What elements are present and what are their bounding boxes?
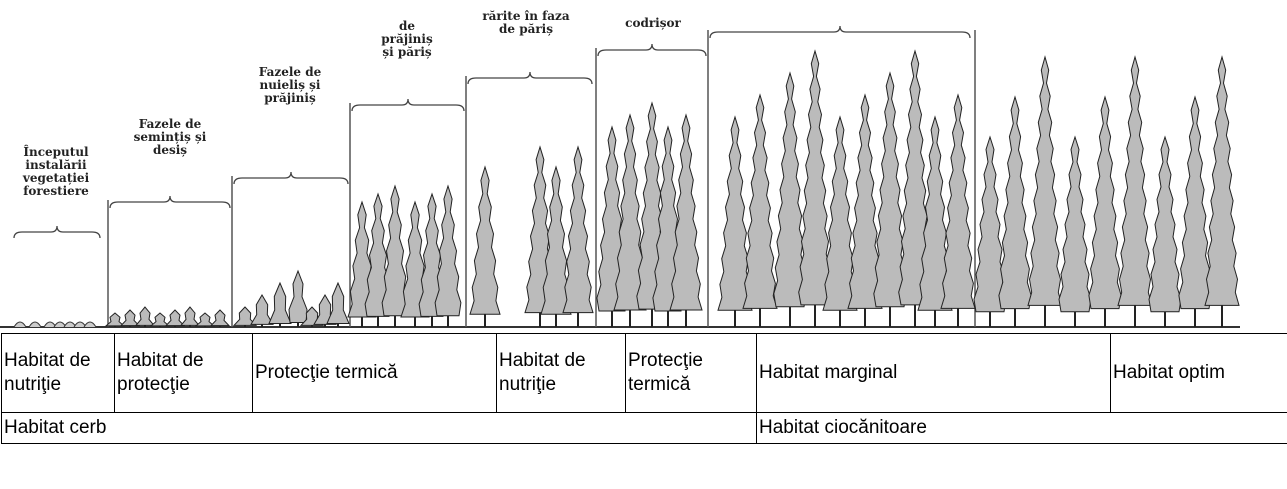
- stage-brace: [13, 225, 101, 239]
- tree: [194, 312, 216, 327]
- habitat-cell: Habitat optim: [1110, 333, 1287, 413]
- tree: [164, 309, 186, 327]
- stage-label-seedling: Fazele de semințiș și desiș: [133, 117, 207, 157]
- tree: [613, 113, 647, 311]
- stage-label-sapling: Fazele de nuieliș și prăjiniș: [258, 65, 322, 105]
- tree: [149, 312, 171, 327]
- tree: [1117, 55, 1153, 306]
- seedling: [83, 321, 97, 328]
- tree: [288, 269, 308, 323]
- stage-label-thinned: rărite în faza de păriș: [482, 9, 570, 36]
- stage-brace: [351, 98, 465, 112]
- stage-label-beginning: Începutul instalării vegetației forestie…: [22, 145, 90, 198]
- tree: [798, 49, 832, 306]
- tree: [434, 184, 462, 317]
- tree: [469, 165, 501, 315]
- stage-brace: [109, 195, 231, 209]
- stage-brace: [467, 71, 593, 85]
- habitat-cell: Habitat marginal: [756, 333, 1111, 413]
- tree: [898, 49, 932, 306]
- tree: [179, 306, 201, 326]
- tree: [250, 294, 274, 325]
- species-row: Habitat cerb Habitat ciocănitoare: [1, 412, 1287, 444]
- tree: [119, 309, 141, 327]
- habitat-cell: Habitat de nutriţie: [1, 333, 115, 413]
- tree: [1058, 135, 1092, 313]
- tree: [134, 306, 156, 326]
- tree: [562, 145, 594, 314]
- tree: [381, 184, 409, 317]
- tree: [847, 93, 883, 309]
- habitat-cell: Habitat de nutriţie: [496, 333, 626, 413]
- habitat-table: Habitat de nutriţie Habitat de protecţie…: [1, 333, 1287, 444]
- stage-brace: [233, 171, 349, 185]
- habitat-cell: Protecţie termică: [625, 333, 757, 413]
- stage-brace: [709, 25, 971, 39]
- stage-brace: [597, 43, 707, 57]
- forest-succession-illustration: [0, 25, 1240, 328]
- tree: [1148, 135, 1182, 313]
- tree: [268, 281, 292, 324]
- stage-label-pole: de prăjiniș și păriș: [381, 19, 433, 59]
- tree: [1088, 95, 1122, 310]
- tree: [742, 93, 778, 309]
- tree: [998, 95, 1032, 310]
- tree: [669, 113, 703, 311]
- tree: [1178, 95, 1212, 310]
- tree: [1027, 55, 1063, 306]
- seedling: [13, 321, 27, 328]
- habitat-row: Habitat de nutriţie Habitat de protecţie…: [1, 333, 1287, 413]
- tree: [973, 135, 1007, 313]
- stage-label-young-forest: codrișor: [625, 16, 681, 30]
- tree: [209, 309, 231, 327]
- habitat-cell: Habitat de protecţie: [114, 333, 253, 413]
- species-cell: Habitat cerb: [1, 412, 757, 444]
- tree: [940, 93, 976, 309]
- species-cell: Habitat ciocănitoare: [756, 412, 1287, 444]
- seedling: [28, 321, 42, 328]
- habitat-cell: Protecţie termică: [252, 333, 497, 413]
- tree: [1204, 55, 1240, 306]
